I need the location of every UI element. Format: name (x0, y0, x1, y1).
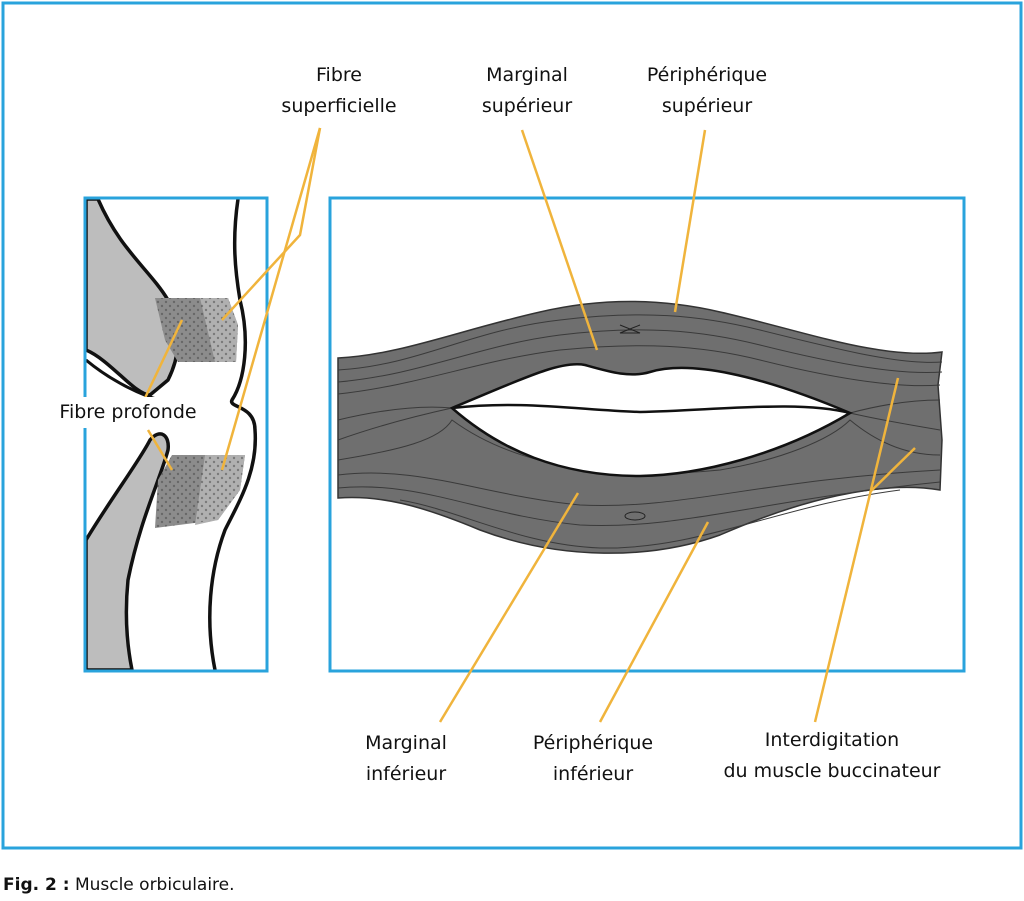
label-line: inférieur (552, 763, 634, 785)
label-line: supérieur (481, 95, 573, 117)
label-peripherique-superieur: Périphérique supérieur (647, 60, 767, 122)
label-interdigitation: Interdigitation du muscle buccinateur (724, 725, 941, 787)
caption-text: Muscle orbiculaire. (74, 875, 235, 895)
caption-prefix: Fig. 2 : (3, 875, 70, 895)
label-line: Périphérique (646, 64, 768, 86)
sagittal-lip-section (86, 199, 258, 670)
orbicularis-muscle (337, 300, 943, 554)
label-line: du muscle buccinateur (723, 760, 941, 782)
label-marginal-superieur: Marginal supérieur (482, 60, 572, 122)
label-line: supérieur (661, 95, 753, 117)
figure-caption: Fig. 2 : Muscle orbiculaire. (3, 875, 235, 895)
label-line: Marginal (486, 64, 568, 86)
label-line: Interdigitation (764, 729, 900, 751)
label-line: Périphérique (532, 732, 654, 754)
right-frame (328, 196, 966, 673)
label-line: Fibre profonde (59, 401, 197, 423)
left-frame (83, 196, 269, 673)
label-line: superficielle (281, 95, 397, 117)
leader-lines (143, 127, 916, 723)
label-fibre-superficielle: Fibre superficielle (281, 60, 396, 122)
label-line: Fibre (316, 64, 362, 86)
label-line: inférieur (365, 763, 447, 785)
label-fibre-profonde: Fibre profonde (57, 397, 199, 428)
label-marginal-inferieur: Marginal inférieur (365, 728, 447, 790)
outer-frame (1, 1, 1023, 850)
label-peripherique-inferieur: Périphérique inférieur (533, 728, 653, 790)
label-line: Marginal (365, 732, 447, 754)
